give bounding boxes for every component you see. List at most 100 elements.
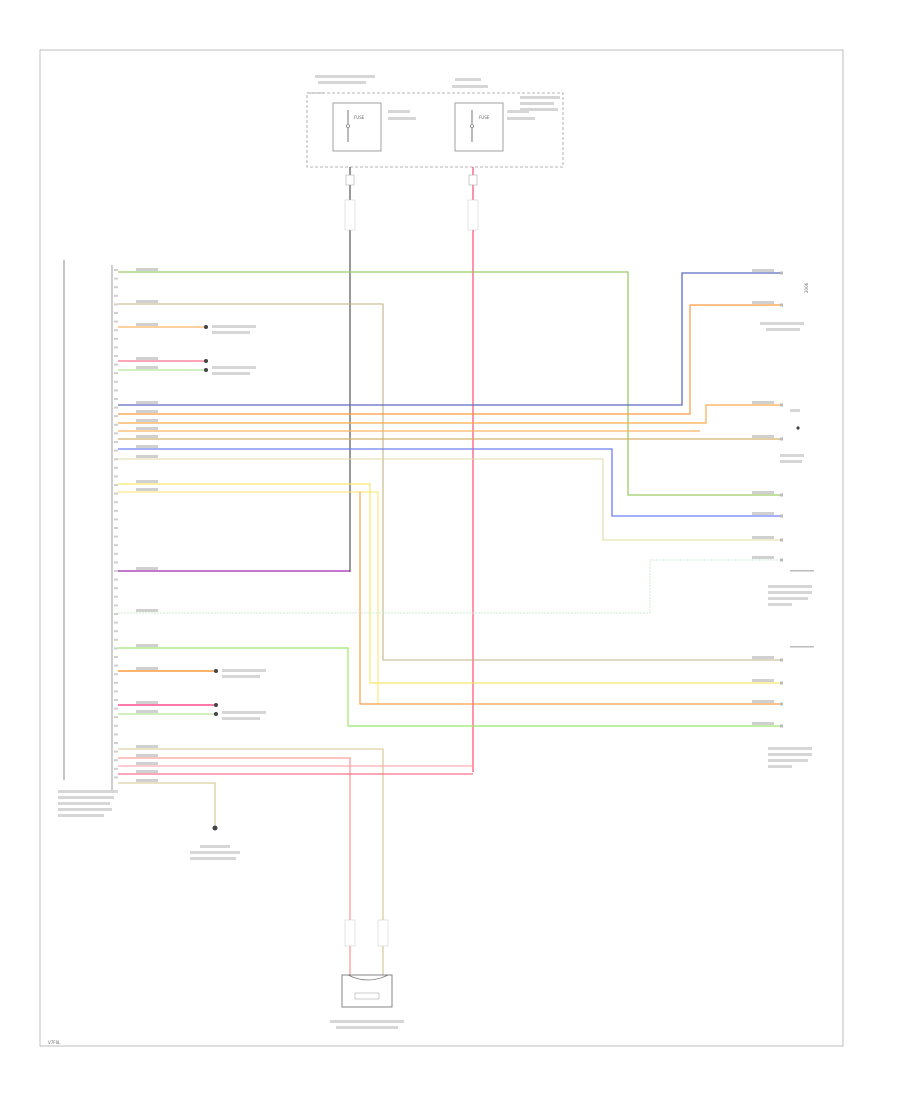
wire-color-label bbox=[136, 419, 158, 422]
wire-color-label bbox=[136, 710, 158, 713]
pin-number-mark bbox=[114, 716, 118, 719]
pin-number-mark bbox=[114, 312, 118, 314]
wire-end-terminal bbox=[780, 437, 783, 441]
pin-number-mark bbox=[114, 415, 118, 418]
wire-end-terminal bbox=[780, 681, 783, 685]
wire-color-label bbox=[136, 300, 158, 303]
pin-number-mark bbox=[114, 346, 118, 349]
pin-number-mark bbox=[114, 759, 118, 762]
pin-number-mark bbox=[114, 441, 118, 443]
wire-color-label bbox=[136, 667, 158, 670]
wire-color-label bbox=[136, 488, 158, 491]
page-border bbox=[39, 49, 844, 1047]
wire-end-terminal bbox=[780, 658, 783, 662]
wire-color-label bbox=[136, 745, 158, 748]
pin-number-mark bbox=[114, 466, 118, 469]
wire-color-label bbox=[136, 366, 158, 369]
splice-2 bbox=[204, 359, 208, 363]
splice-5 bbox=[214, 703, 218, 707]
wire-color-label bbox=[136, 427, 158, 430]
pin-number-mark bbox=[114, 630, 118, 633]
pin-number-mark bbox=[114, 681, 118, 684]
pin-number-mark bbox=[114, 363, 118, 366]
wire-end-label bbox=[752, 700, 774, 703]
pin-number-mark bbox=[114, 544, 118, 547]
splice-4 bbox=[214, 669, 218, 673]
pin-number-mark bbox=[114, 742, 118, 744]
wire-color-label bbox=[136, 762, 158, 765]
wire-color-label bbox=[136, 754, 158, 757]
pin-number-mark bbox=[114, 604, 118, 607]
fuse-left bbox=[332, 102, 382, 152]
right-labels bbox=[752, 269, 783, 728]
wire-end-terminal bbox=[780, 271, 783, 275]
wire-end-label bbox=[752, 556, 774, 559]
pin-number-mark bbox=[114, 329, 118, 332]
wire-color-label bbox=[136, 445, 158, 448]
right-component-labels bbox=[760, 322, 814, 768]
pin-number-mark bbox=[114, 492, 118, 495]
wire-bottom-pink bbox=[118, 757, 351, 925]
left-connector bbox=[58, 260, 118, 817]
pin-number-mark bbox=[114, 647, 118, 650]
fuse-feed-wires bbox=[344, 167, 479, 772]
wire-orange-2 bbox=[118, 404, 780, 424]
pin-number-mark bbox=[114, 707, 118, 710]
bottom-component bbox=[330, 919, 404, 1029]
wire-end-label bbox=[752, 722, 774, 725]
wire-ground bbox=[118, 782, 216, 825]
wire-color-label bbox=[136, 609, 158, 612]
fuse-right-label: FUSE bbox=[479, 115, 490, 120]
wire-color-label bbox=[136, 644, 158, 647]
pin-number-mark bbox=[114, 664, 118, 667]
wire-color-label bbox=[136, 410, 158, 413]
pin-number-mark bbox=[114, 535, 118, 538]
wire-color-label bbox=[136, 567, 158, 570]
wire-green-bottom bbox=[118, 647, 780, 727]
wire-end-label bbox=[752, 656, 774, 659]
wire-green-top bbox=[118, 271, 780, 496]
wire-end-terminal bbox=[780, 403, 783, 407]
wire-orange-4 bbox=[359, 492, 780, 705]
wire-end-terminal bbox=[780, 303, 783, 307]
pin-number-mark bbox=[114, 398, 118, 400]
wire-color-label bbox=[136, 701, 158, 704]
wire-orange-1 bbox=[118, 304, 780, 415]
wire-end-terminal bbox=[780, 493, 783, 497]
pin-number-mark bbox=[114, 621, 118, 624]
ground-icon bbox=[212, 825, 218, 831]
wire-end-terminal bbox=[780, 538, 783, 542]
pin-ticks bbox=[114, 269, 118, 779]
pin-number-mark bbox=[114, 767, 118, 770]
wire-end-terminal bbox=[780, 558, 783, 562]
fuse-left-label: FUSE bbox=[354, 115, 365, 120]
wire-color-label bbox=[136, 401, 158, 404]
wire-color-label bbox=[136, 480, 158, 483]
pin-number-mark bbox=[114, 776, 118, 779]
pin-number-mark bbox=[114, 277, 118, 280]
pin-number-mark bbox=[114, 699, 118, 701]
pin-number-mark bbox=[114, 320, 118, 323]
pin-number-mark bbox=[114, 337, 118, 340]
fuse-box-outline bbox=[306, 92, 564, 168]
pin-number-mark bbox=[114, 690, 118, 693]
pin-number-mark bbox=[114, 509, 118, 512]
wire-color-label bbox=[136, 455, 158, 458]
wire-end-label bbox=[752, 301, 774, 304]
wire-end-terminal bbox=[780, 514, 783, 518]
fuse-box: FUSE FUSE bbox=[306, 75, 564, 168]
pin-number-mark bbox=[114, 595, 118, 598]
pin-number-mark bbox=[114, 724, 118, 727]
splice-3 bbox=[204, 368, 208, 372]
pin-number-mark bbox=[114, 372, 118, 375]
fuse-right bbox=[454, 102, 504, 152]
wire-color-label bbox=[136, 779, 158, 782]
wire-end-label bbox=[752, 491, 774, 494]
pin-number-mark bbox=[114, 656, 118, 658]
wire-end-label bbox=[752, 435, 774, 438]
pin-number-mark bbox=[114, 501, 118, 504]
wire-color-label bbox=[136, 435, 158, 438]
pin-number-mark bbox=[114, 552, 118, 555]
pin-number-mark bbox=[114, 449, 118, 452]
wire-end-label bbox=[752, 401, 774, 404]
